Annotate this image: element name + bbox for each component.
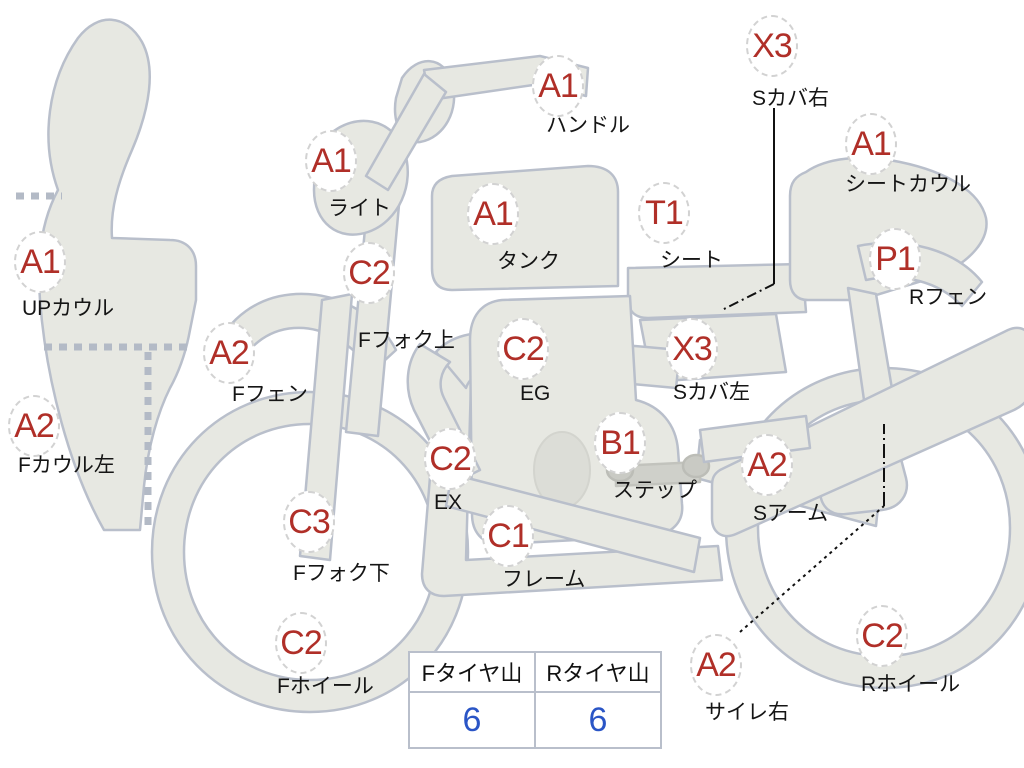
badge-f-wheel[interactable]: C2 [275, 612, 327, 674]
caption-f-cowl-left: Fカウル左 [18, 454, 115, 477]
badge-f-fender[interactable]: A2 [203, 322, 255, 384]
badge-engine[interactable]: C2 [497, 318, 549, 380]
badge-r-wheel[interactable]: C2 [856, 605, 908, 667]
caption-seat-cowl: シートカウル [845, 173, 971, 196]
caption-silencer-r: サイレ右 [705, 701, 789, 724]
caption-r-wheel: Rホイール [861, 673, 961, 696]
caption-r-fender: Rフェン [909, 286, 988, 309]
caption-f-fork-upper: Fフォク上 [358, 329, 455, 352]
badge-frame[interactable]: C1 [482, 505, 534, 567]
badge-seat[interactable]: T1 [638, 182, 690, 244]
tire-table-header-row: Fタイヤ山 Rタイヤ山 [408, 651, 662, 693]
badge-light[interactable]: A1 [305, 130, 357, 192]
badge-s-cover-right[interactable]: X3 [746, 15, 798, 77]
seat-shape [626, 262, 808, 320]
caption-f-fork-lower: Fフォク下 [293, 562, 390, 585]
tire-table-value-front: 6 [408, 691, 536, 749]
caption-exhaust: EX [434, 491, 463, 514]
badge-step[interactable]: B1 [594, 412, 646, 474]
tire-table-value-row: 6 6 [408, 691, 662, 749]
exhaust-collector-shape [444, 472, 702, 574]
badge-silencer-r[interactable]: A2 [690, 634, 742, 696]
caption-step: ステップ [613, 479, 697, 502]
caption-f-fender: Fフェン [232, 383, 308, 406]
tire-tread-table: Fタイヤ山 Rタイヤ山 6 6 [408, 651, 662, 749]
badge-handle[interactable]: A1 [532, 55, 584, 117]
badge-up-cowl[interactable]: A1 [14, 231, 66, 293]
caption-seat: シート [660, 249, 723, 272]
caption-up-cowl: UPカウル [22, 297, 115, 320]
caption-light: ライト [328, 197, 391, 220]
badge-swing-arm[interactable]: A2 [741, 434, 793, 496]
badge-exhaust[interactable]: C2 [424, 428, 476, 490]
tire-table-value-rear: 6 [534, 691, 662, 749]
badge-f-fork-upper[interactable]: C2 [343, 242, 395, 304]
badge-s-cover-left[interactable]: X3 [666, 318, 718, 380]
badge-tank[interactable]: A1 [467, 183, 519, 245]
caption-handle: ハンドル [546, 114, 630, 137]
tire-table-header-rear: Rタイヤ山 [534, 651, 662, 693]
footpeg-right-shape [681, 453, 711, 479]
badge-f-fork-lower[interactable]: C3 [283, 491, 335, 553]
badge-seat-cowl[interactable]: A1 [845, 113, 897, 175]
badge-f-cowl-left[interactable]: A2 [8, 395, 60, 457]
silencer-shape [710, 326, 1024, 538]
caption-frame: フレーム [502, 568, 586, 591]
caption-s-cover-right: Sカバ右 [752, 87, 830, 110]
handlebar-stem-shape [364, 72, 448, 192]
caption-f-wheel: Fホイール [277, 675, 374, 698]
caption-swing-arm: Sアーム [753, 502, 829, 525]
caption-engine: EG [520, 382, 551, 405]
upper-cowl-shape [37, 18, 198, 532]
leader-line-scover-right-tail [721, 283, 775, 311]
caption-tank: タンク [497, 250, 560, 273]
caption-s-cover-left: Sカバ左 [673, 381, 751, 404]
badge-r-fender[interactable]: P1 [869, 228, 921, 290]
tire-table-header-front: Fタイヤ山 [408, 651, 536, 693]
